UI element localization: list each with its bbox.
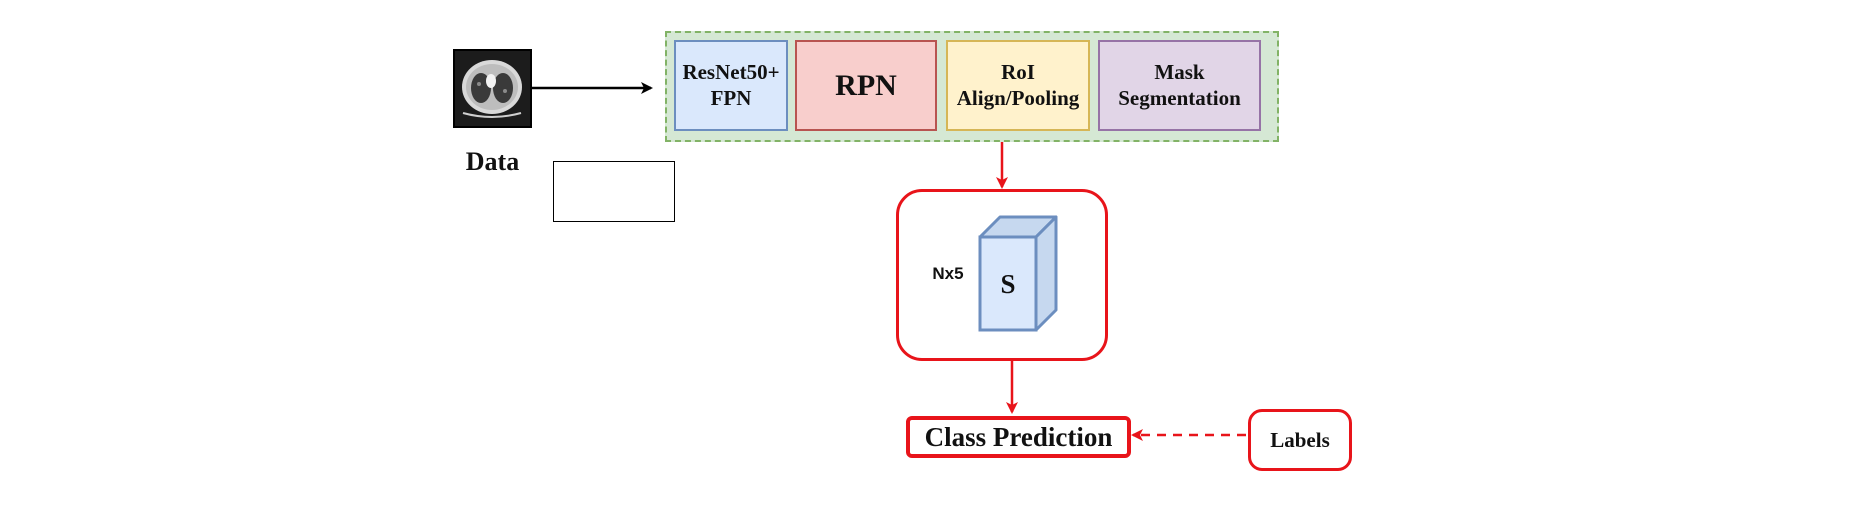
labels-box: Labels	[1248, 409, 1352, 471]
data-label: Data	[465, 147, 520, 176]
stage-rpn-label: RPN	[835, 68, 897, 102]
ct-scan-image	[453, 49, 532, 128]
stage-rpn: RPN	[795, 40, 937, 131]
stage-mask-segmentation: Mask Segmentation	[1098, 40, 1261, 131]
stage-resnet-fpn-line2: FPN	[710, 85, 752, 110]
stage-roi-align: RoI Align/Pooling	[946, 40, 1090, 131]
feature-cube-label: S	[1000, 269, 1015, 299]
feature-cube-icon: S	[978, 215, 1058, 332]
empty-box	[553, 161, 675, 222]
stage-resnet-fpn-line1: ResNet50+	[682, 60, 780, 85]
class-prediction-label: Class Prediction	[924, 421, 1113, 452]
stage-mask-line1: Mask	[1154, 60, 1205, 85]
ct-scan-icon	[462, 60, 522, 118]
class-prediction-box: Class Prediction	[906, 416, 1131, 458]
labels-label: Labels	[1270, 427, 1330, 452]
stage-resnet-fpn: ResNet50+ FPN	[674, 40, 788, 131]
feature-dims-label: Nx5	[932, 264, 964, 283]
stage-roi-align-line2: Align/Pooling	[956, 85, 1080, 110]
stage-roi-align-line1: RoI	[1001, 60, 1035, 85]
stage-mask-line2: Segmentation	[1118, 85, 1241, 110]
